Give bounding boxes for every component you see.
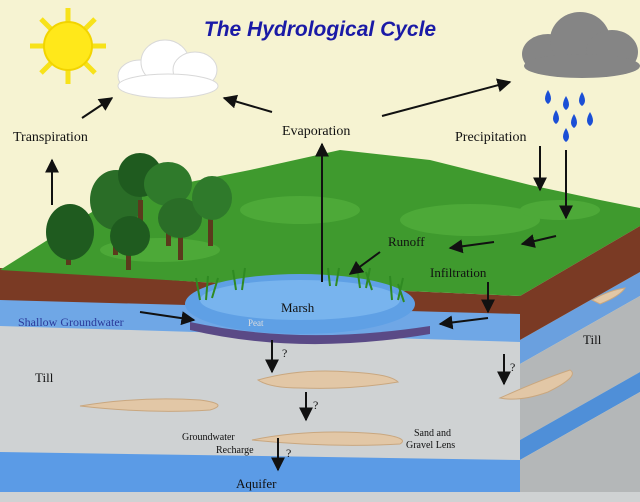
- label-evaporation: Evaporation: [282, 124, 350, 140]
- label-gravel-lens: Gravel Lens: [406, 440, 455, 451]
- question-mark-1: ?: [282, 346, 287, 361]
- label-infiltration: Infiltration: [430, 265, 486, 281]
- label-precipitation: Precipitation: [455, 130, 527, 146]
- label-peat: Peat: [248, 318, 264, 328]
- label-sand-and: Sand and: [414, 428, 451, 439]
- question-mark-2: ?: [313, 398, 318, 413]
- label-recharge: Recharge: [216, 445, 254, 456]
- label-shallow-groundwater: Shallow Groundwater: [18, 315, 124, 330]
- question-mark-4: ?: [510, 360, 515, 375]
- label-till-right: Till: [583, 332, 601, 348]
- label-marsh: Marsh: [281, 300, 314, 316]
- diagram-title: The Hydrological Cycle: [0, 18, 640, 42]
- question-mark-3: ?: [286, 446, 291, 461]
- label-groundwater: Groundwater: [182, 432, 235, 443]
- bottom-till: [0, 492, 640, 502]
- label-transpiration: Transpiration: [13, 130, 88, 146]
- label-aquifer: Aquifer: [236, 476, 276, 492]
- label-runoff: Runoff: [388, 234, 425, 250]
- label-till-left: Till: [35, 370, 53, 386]
